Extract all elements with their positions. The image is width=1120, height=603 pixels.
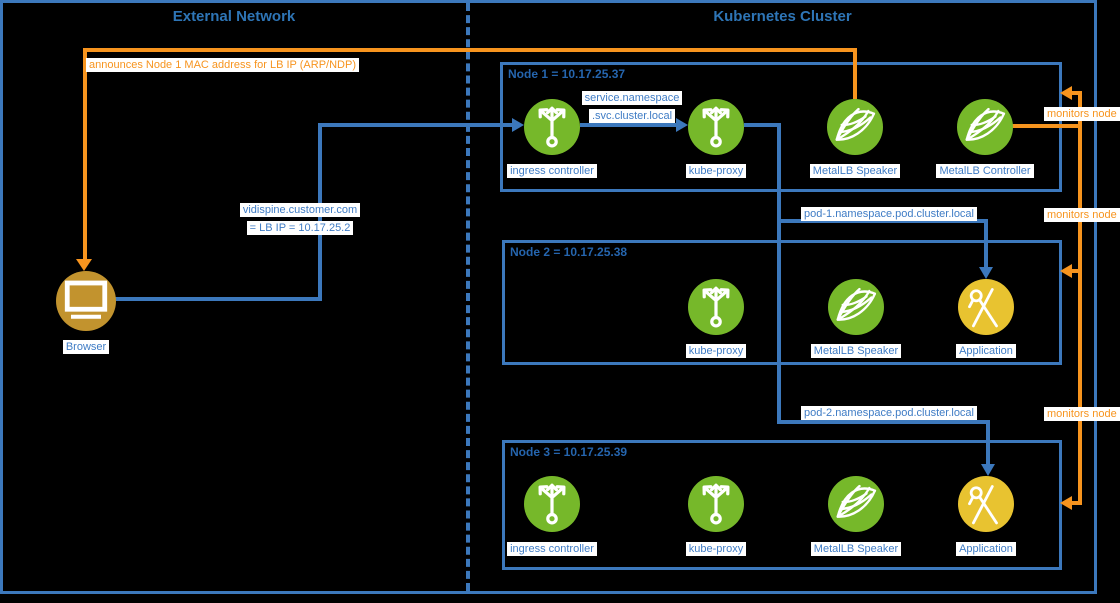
- node1-controller-label-wrap: MetalLB Controller: [905, 161, 1065, 179]
- pod2-line: [777, 420, 990, 424]
- node2-box: [502, 240, 1062, 365]
- node3-application-label-wrap: Application: [906, 539, 1066, 557]
- node2-application-label: Application: [956, 344, 1016, 358]
- service-dns-line2: .svc.cluster.local: [588, 109, 676, 123]
- monitors-node2-label-wrap: monitors node: [1044, 205, 1120, 223]
- announce-label: announces Node 1 MAC address for LB IP (…: [86, 58, 359, 72]
- browser-label-wrap: Browser: [6, 337, 166, 355]
- node3-kubeproxy-label-wrap: kube-proxy: [636, 539, 796, 557]
- ingress-to-kubeproxy-line: [580, 123, 676, 127]
- pod2-dns-label: pod-2.namespace.pod.cluster.local: [801, 406, 977, 420]
- browser-node: [56, 271, 116, 331]
- node3-kube-proxy: [688, 476, 744, 532]
- announce-label-wrap: announces Node 1 MAC address for LB IP (…: [86, 55, 359, 73]
- kubernetes-cluster-title: Kubernetes Cluster: [713, 8, 852, 25]
- node1-ingress-label-wrap: ingress controller: [472, 161, 632, 179]
- monitor-icon: [56, 271, 116, 331]
- node2-kubeproxy-label-wrap: kube-proxy: [636, 341, 796, 359]
- node1-speaker-label: MetalLB Speaker: [809, 164, 901, 178]
- arrow-monitor-node2: [1060, 264, 1072, 278]
- pod2-down-line: [986, 420, 990, 464]
- arrow-monitor-node1: [1060, 86, 1072, 100]
- monitors-node3-label: monitors node: [1044, 407, 1120, 421]
- node2-application: [958, 279, 1014, 335]
- arrow-into-node3-application: [981, 464, 995, 476]
- monitor-trunk-line: [1078, 91, 1082, 505]
- diagram-outer-frame: [0, 0, 1097, 594]
- arrow-into-kubeproxy: [676, 118, 688, 132]
- service-dns-label-wrap: service.namespace .svc.cluster.local: [552, 88, 712, 124]
- branch-arrows-icon: [688, 476, 744, 532]
- node3-kubeproxy-label: kube-proxy: [685, 542, 747, 556]
- controller-out-line: [1012, 124, 1082, 128]
- node2-application-label-wrap: Application: [906, 341, 1066, 359]
- net-icon: [828, 279, 884, 335]
- arrow-into-browser: [76, 259, 92, 271]
- node1-metallb-speaker: [827, 99, 883, 155]
- kubeproxy-out-line: [744, 123, 781, 127]
- announce-down-line: [83, 48, 87, 259]
- to-ingress-line: [318, 123, 512, 127]
- node1-kube-proxy: [688, 99, 744, 155]
- node3-metallb-speaker: [828, 476, 884, 532]
- arrow-monitor-node3: [1060, 496, 1072, 510]
- monitors-node2-label: monitors node: [1044, 208, 1120, 222]
- node3-ingress-controller: [524, 476, 580, 532]
- monitors-node1-label: monitors node: [1044, 107, 1120, 121]
- node3-speaker-label: MetalLB Speaker: [810, 542, 902, 556]
- lb-dns-line1: vidispine.customer.com: [239, 203, 361, 217]
- monitor-node2-line: [1072, 269, 1080, 273]
- node1-title: Node 1 = 10.17.25.37: [508, 67, 626, 81]
- monitor-node1-line: [1072, 91, 1080, 95]
- monitors-node1-label-wrap: monitors node: [1044, 104, 1120, 122]
- announce-line: [83, 48, 857, 52]
- node2-title: Node 2 = 10.17.25.38: [510, 245, 628, 259]
- node3-application-label: Application: [956, 542, 1016, 556]
- branch-arrows-icon: [524, 476, 580, 532]
- browser-out-line: [114, 297, 320, 301]
- node3-title: Node 3 = 10.17.25.39: [510, 445, 628, 459]
- node1-kubeproxy-label-wrap: kube-proxy: [636, 161, 796, 179]
- pod-trunk-line: [777, 123, 781, 424]
- node3-application: [958, 476, 1014, 532]
- external-network-title: External Network: [172, 8, 296, 25]
- net-icon: [827, 99, 883, 155]
- node3-ingress-label-wrap: ingress controller: [472, 539, 632, 557]
- pod1-down-line: [984, 219, 988, 267]
- lb-dns-line2: = LB IP = 10.17.25.2: [246, 221, 354, 235]
- announce-to-speaker-line: [853, 48, 857, 99]
- arrow-into-node2-application: [979, 267, 993, 279]
- service-dns-line1: service.namespace: [581, 91, 683, 105]
- pod1-line: [777, 219, 988, 223]
- compass-icon: [958, 279, 1014, 335]
- browser-label: Browser: [62, 340, 110, 354]
- monitors-node3-label-wrap: monitors node: [1044, 404, 1120, 422]
- node2-kubeproxy-label: kube-proxy: [685, 344, 747, 358]
- node2-speaker-label: MetalLB Speaker: [810, 344, 902, 358]
- node1-ingress-label: ingress controller: [507, 164, 597, 178]
- node3-speaker-label-wrap: MetalLB Speaker: [776, 539, 936, 557]
- node1-controller-label: MetalLB Controller: [936, 164, 1034, 178]
- lb-dns-label-wrap: vidispine.customer.com = LB IP = 10.17.2…: [220, 200, 380, 236]
- node1-kubeproxy-label: kube-proxy: [685, 164, 747, 178]
- net-icon: [957, 99, 1013, 155]
- node2-metallb-speaker: [828, 279, 884, 335]
- node3-ingress-label: ingress controller: [507, 542, 597, 556]
- node2-speaker-label-wrap: MetalLB Speaker: [776, 341, 936, 359]
- pod1-dns-label: pod-1.namespace.pod.cluster.local: [801, 207, 977, 221]
- arrow-into-ingress: [512, 118, 524, 132]
- node2-kube-proxy: [688, 279, 744, 335]
- net-icon: [828, 476, 884, 532]
- branch-arrows-icon: [688, 279, 744, 335]
- pod2-dns-label-wrap: pod-2.namespace.pod.cluster.local: [801, 403, 977, 421]
- monitor-node3-line: [1072, 501, 1080, 505]
- compass-icon: [958, 476, 1014, 532]
- node1-ingress-controller: [524, 99, 580, 155]
- node1-metallb-controller: [957, 99, 1013, 155]
- pod1-dns-label-wrap: pod-1.namespace.pod.cluster.local: [801, 204, 977, 222]
- network-divider-dashed-line: [466, 3, 470, 591]
- node1-speaker-label-wrap: MetalLB Speaker: [775, 161, 935, 179]
